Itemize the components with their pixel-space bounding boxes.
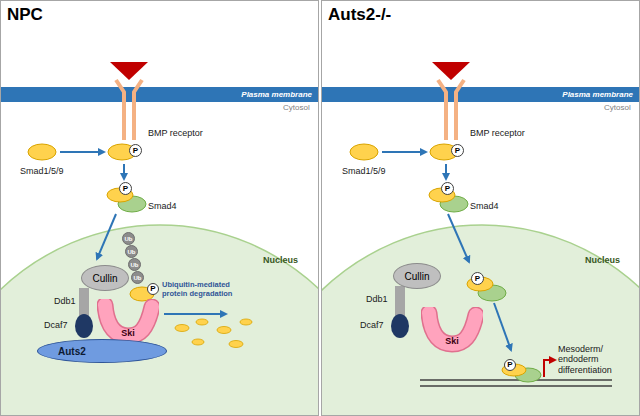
drawing-part [110,62,148,80]
drawing-part [0,225,319,416]
node-text: Ub [131,262,139,268]
node-text: P [133,147,138,155]
drawing-part [395,286,405,316]
drawing-part [391,314,409,338]
drawing-part [321,225,640,416]
phosphate-circle: P [471,272,484,285]
label-text: BMP receptor [470,128,525,138]
drawing-part [28,144,56,160]
drawing-part [196,319,208,325]
label-text: Ddb1 [54,296,76,306]
phosphate-circle: P [129,144,142,157]
label-text: Cytosol [604,103,631,112]
node-text: Nucleus [263,255,298,265]
node-text: P [507,361,512,369]
node-text: Ub [125,236,133,242]
ubiquitin-circle: Ub [122,232,135,245]
node-text: NPC [7,5,43,25]
node-text: Plasma membrane [562,88,633,101]
drawing-part [448,214,469,262]
plasma-membrane: Plasma membrane [1,87,319,102]
drawing-part [175,325,189,332]
drawing-part [123,164,125,179]
node-text: Ub [128,249,136,255]
node-text: Auts2-/- [328,5,391,25]
ski-protein: Ski [421,307,483,353]
degraded-fragments [175,319,252,348]
drawing-part [382,151,426,153]
node-text: Nucleus [585,255,620,265]
phosphate-circle: P [451,144,464,157]
label-text: Ddb1 [366,294,388,304]
node-text: Auts2 [58,346,86,357]
drawing-part [229,341,243,348]
drawing-part [60,151,104,153]
label-text: Smad1/5/9 [342,166,386,176]
node-text: P [150,285,155,293]
label-text: BMP receptor [148,128,203,138]
node-text: Cullin [404,271,429,282]
drawing-part [420,385,612,387]
label-text: Dcaf7 [44,320,68,330]
ubiquitin-circle: Ub [128,258,141,271]
drawing-part [164,313,226,315]
phosphate-circle: P [504,359,516,371]
transcription-arrow [544,360,555,377]
ubiquitin-circle: Ub [125,245,138,258]
node-text: P [445,185,450,193]
drawing-part [350,144,378,160]
nucleus-region [0,225,640,416]
cullin-ellipse: Cullin [393,263,441,289]
node-text: P [475,275,480,283]
drawing-part [217,327,231,334]
node-text: Ski [421,337,483,346]
ubiquitin-circle: Ub [131,271,144,284]
drawing-part [240,319,252,325]
pathway-arrows [60,152,511,350]
auts2-ellipse: Auts2 [37,339,167,363]
drawing-part [494,303,511,350]
phosphate-circle: P [119,182,132,195]
node-text: Plasma membrane [241,88,312,101]
drawing-part [445,164,447,179]
node-text: Cullin [92,273,117,284]
label-text: Smad1/5/9 [20,166,64,176]
phosphate-circle: P [441,182,454,195]
node-text: Ski [97,329,159,338]
node-text: P [123,185,128,193]
ligase-scaffold [75,286,409,338]
phosphate-circle: P [147,283,159,295]
drawing-part [192,339,204,345]
drawing-part [420,379,612,381]
drawing-part [97,214,116,259]
ski-shape [421,307,483,353]
label-text: Ubiquitin-mediated protein degradation [162,281,242,298]
label-text: Smad4 [470,201,499,211]
dna-strand [420,380,612,386]
label-text: Smad4 [148,201,177,211]
drawing-part [432,62,470,80]
label-text: Dcaf7 [360,320,384,330]
cullin-ellipse: Cullin [81,265,129,291]
node-text: Ub [134,275,142,281]
drawing-part [79,288,89,316]
plasma-membrane: Plasma membrane [322,87,640,102]
node-text: P [455,147,460,155]
smad-proteins [28,144,506,301]
label-text: Cytosol [283,103,310,112]
drawing-part [75,314,93,338]
label-text: Mesoderm/ endoderm differentiation [558,344,634,375]
